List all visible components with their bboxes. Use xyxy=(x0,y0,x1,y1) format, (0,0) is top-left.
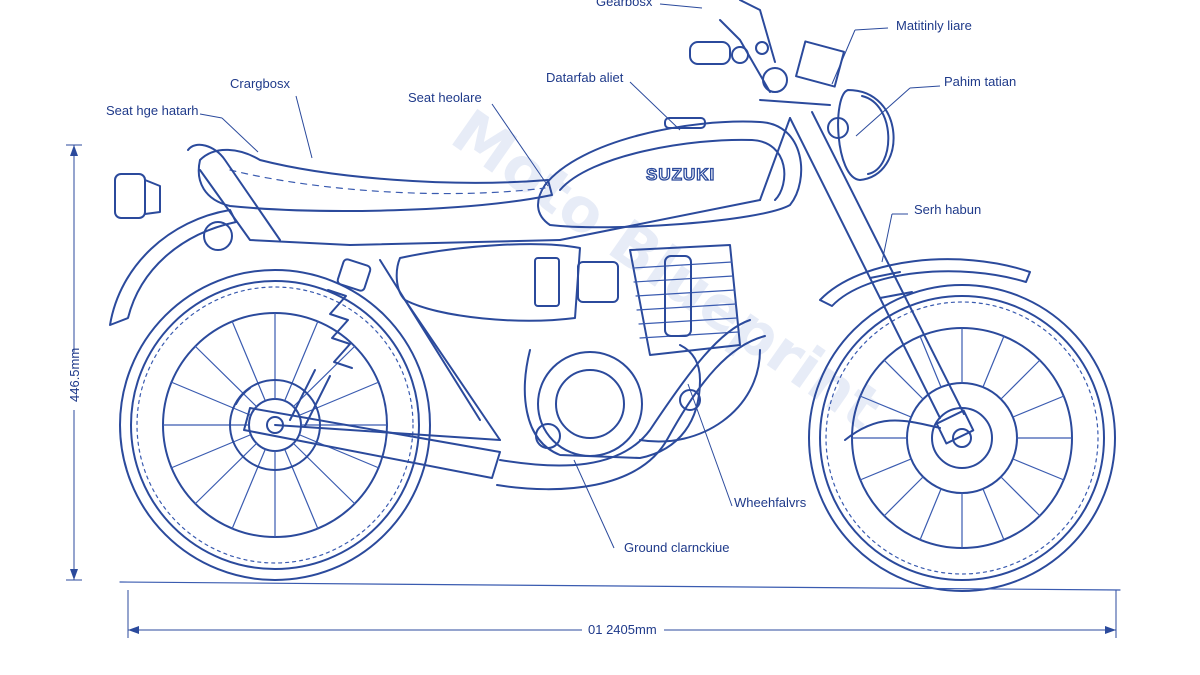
label-seat-edge: Seat hge hatarh xyxy=(106,103,199,118)
fuel-tank: SUZUKI xyxy=(537,117,803,229)
length-dimension-text: 01 2405mm xyxy=(588,622,657,637)
label-serh: Serh habun xyxy=(914,202,981,217)
height-dimension-text: 446.5mm xyxy=(67,348,82,402)
rear-fender xyxy=(109,173,237,326)
label-maintly: Matitinly liare xyxy=(896,18,972,33)
exhaust xyxy=(243,319,766,491)
dimension-length: 01 2405mm xyxy=(127,590,1117,640)
label-wheel: Wheehfalvrs xyxy=(734,495,807,510)
watermark-text: Moto Blueprint xyxy=(439,97,894,445)
ground-line xyxy=(119,581,1121,591)
label-seat-holare: Seat heolare xyxy=(408,90,482,105)
headlight-assembly xyxy=(689,0,895,181)
front-wheel xyxy=(808,284,1116,592)
front-spokes xyxy=(851,327,1073,549)
rear-wheel xyxy=(119,269,431,581)
dimension-height: 446.5mm xyxy=(62,144,86,581)
seat xyxy=(187,143,553,246)
label-crargbosx: Crargbosx xyxy=(230,76,290,91)
front-fork xyxy=(789,111,1031,445)
callout-labels: Gearbosx Seat hge hatarh Crargbosx Seat … xyxy=(106,0,1016,555)
engine xyxy=(523,244,741,459)
label-datarfab: Datarfab aliet xyxy=(546,70,624,85)
label-pahim: Pahim tatian xyxy=(944,74,1016,89)
tank-brand-logo: SUZUKI xyxy=(646,165,715,184)
leader-lines xyxy=(199,3,941,549)
rear-spokes xyxy=(162,312,388,538)
label-gearbox-top: Gearbosx xyxy=(596,0,653,9)
label-ground: Ground clarnckiue xyxy=(624,540,730,555)
